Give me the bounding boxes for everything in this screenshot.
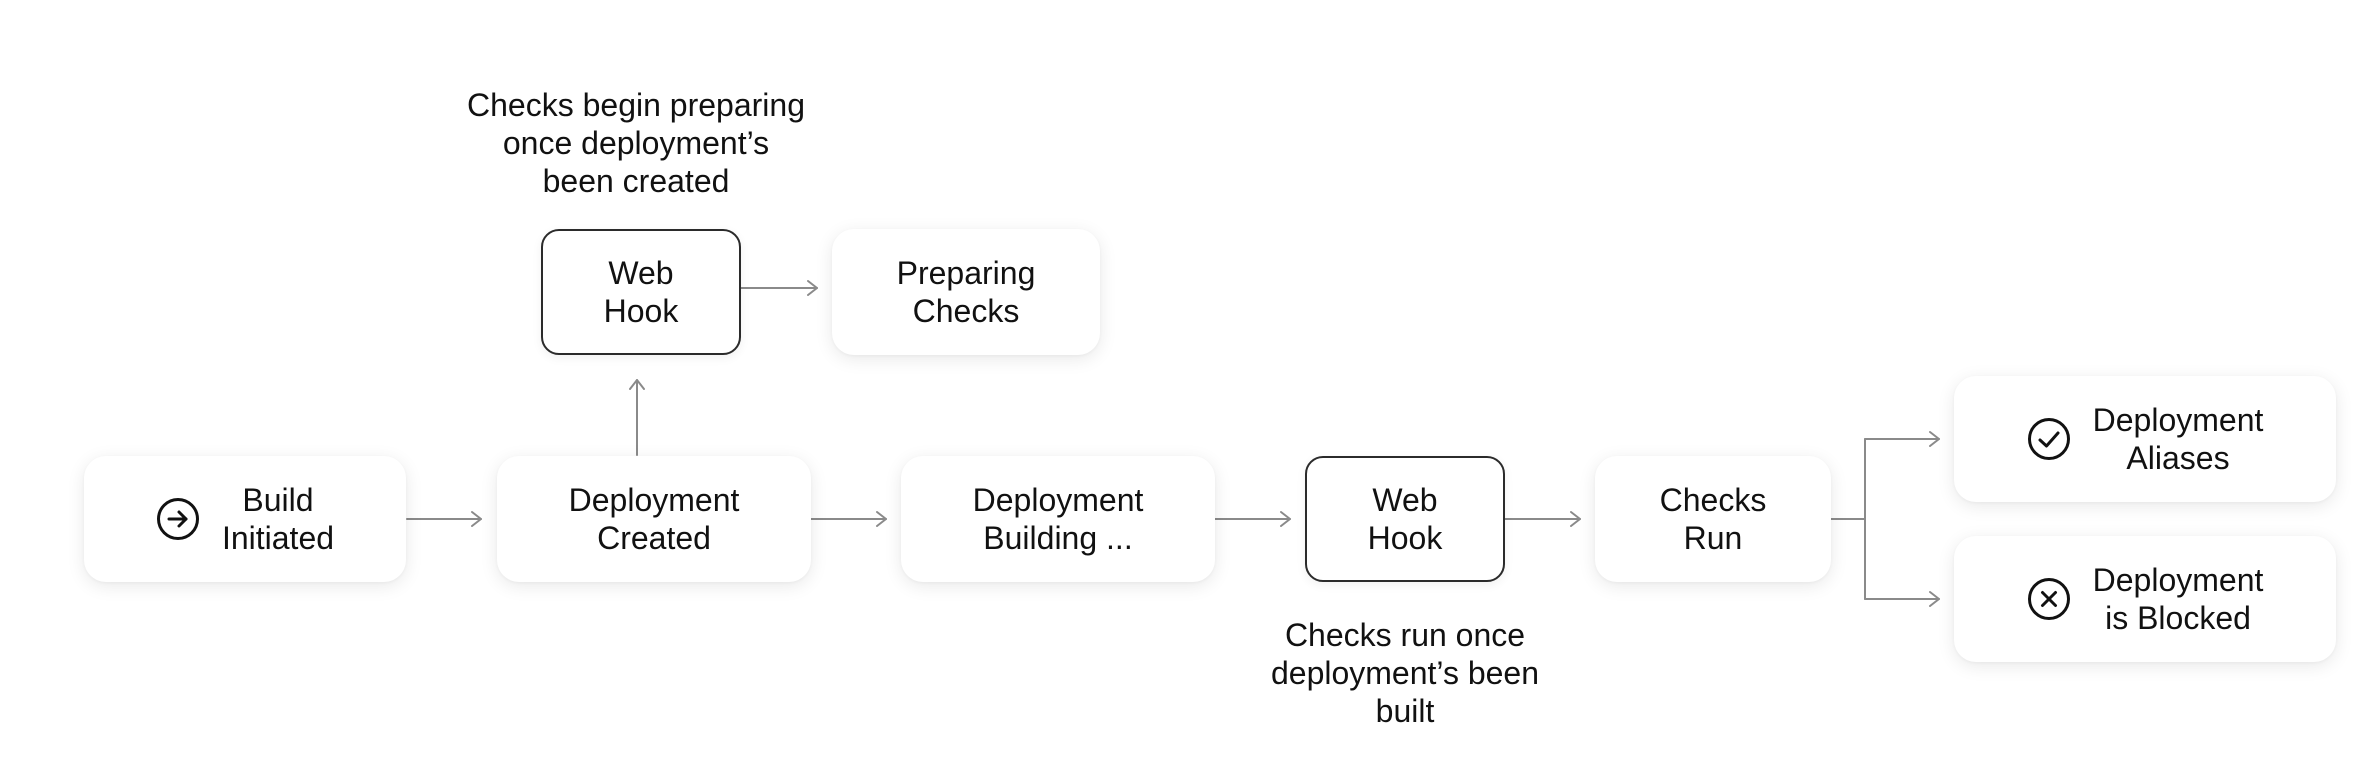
- check-circle-icon: [2027, 417, 2071, 461]
- connector-checks-branch: [1830, 431, 1940, 607]
- checks-run-label: Checks Run: [1659, 482, 1767, 556]
- connector-created-to-building: [810, 511, 887, 527]
- deployment-building-label: Deployment Building ...: [972, 482, 1144, 556]
- deployment-blocked-label: Deployment is Blocked: [2092, 562, 2264, 636]
- web-hook-node-deployment-built: Web Hook: [1305, 456, 1505, 582]
- deployment-aliases-node: Deployment Aliases: [1954, 376, 2336, 502]
- build-initiated-label: Build Initiated: [221, 482, 335, 556]
- deployment-created-node: Deployment Created: [497, 456, 811, 582]
- checks-run-node: Checks Run: [1595, 456, 1831, 582]
- connector-hook-to-checks: [1504, 511, 1581, 527]
- connector-building-to-hook: [1214, 511, 1291, 527]
- web-hook-label: Web Hook: [603, 255, 679, 329]
- deployment-building-node: Deployment Building ...: [901, 456, 1215, 582]
- web-hook-label: Web Hook: [1367, 482, 1443, 556]
- arrow-right-circle-icon: [156, 497, 200, 541]
- deployment-blocked-node: Deployment is Blocked: [1954, 536, 2336, 662]
- web-hook-node-deployment-created: Web Hook: [541, 229, 741, 355]
- x-circle-icon: [2027, 577, 2071, 621]
- build-initiated-node: Build Initiated: [84, 456, 406, 582]
- preparing-checks-label: Preparing Checks: [896, 255, 1036, 329]
- annotation-checks-run: Checks run once deployment’s been built: [1270, 617, 1540, 729]
- annotation-checks-preparing: Checks begin preparing once deployment’s…: [467, 87, 805, 199]
- connector-build-to-created: [406, 511, 482, 527]
- deployment-created-label: Deployment Created: [568, 482, 740, 556]
- deployment-aliases-label: Deployment Aliases: [2092, 402, 2264, 476]
- connector-hook-to-preparing: [740, 280, 818, 296]
- preparing-checks-node: Preparing Checks: [832, 229, 1100, 355]
- connector-created-to-hook: [629, 379, 645, 456]
